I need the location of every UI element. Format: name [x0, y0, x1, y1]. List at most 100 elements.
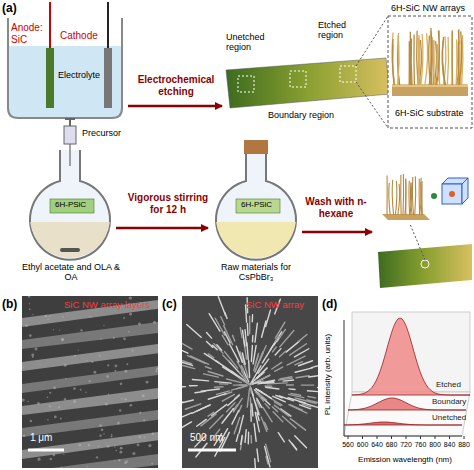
region-label: Unetched region — [226, 32, 272, 53]
nanowire — [392, 32, 395, 85]
sem-wire — [308, 391, 318, 393]
sem-noise — [142, 394, 145, 397]
sem-wire — [247, 388, 249, 407]
sem-noise — [114, 370, 116, 372]
sem-noise — [47, 396, 49, 398]
sem-wire — [248, 432, 250, 444]
pl-curve — [348, 398, 466, 410]
sem-wire — [275, 322, 285, 338]
step-label: Wash with n-hexane — [298, 196, 374, 219]
nanowire — [414, 176, 416, 215]
tick-mark — [420, 436, 421, 439]
sem-noise — [124, 398, 127, 401]
sem-wire — [273, 412, 283, 422]
sem-wire — [182, 344, 192, 349]
sem-noise — [29, 334, 32, 337]
sem-wire — [241, 366, 244, 371]
sem-wire — [182, 350, 188, 353]
tick-mark — [348, 436, 349, 439]
sem-wire — [222, 408, 234, 423]
sem-wire — [216, 391, 229, 394]
sem-wire — [182, 413, 192, 418]
sem-noise — [47, 419, 49, 421]
sem-noise — [100, 338, 102, 340]
series-label: Boundary — [432, 397, 466, 406]
process-arrow — [128, 105, 222, 108]
sem-wire — [252, 404, 253, 416]
sem-wire — [182, 422, 192, 432]
sem-noise — [86, 360, 87, 361]
sem-wire — [216, 361, 233, 372]
sem-noise — [78, 349, 79, 350]
sem-wire — [256, 389, 267, 395]
sem-noise — [90, 316, 92, 318]
sem-wire — [230, 344, 239, 362]
series-label: Unetched — [432, 413, 466, 422]
nanowire — [447, 37, 448, 85]
nanowire — [400, 175, 401, 215]
sem-wire — [252, 394, 258, 415]
sem-wire — [241, 435, 242, 444]
sem-noise — [73, 387, 76, 390]
sem-wire — [299, 402, 318, 408]
sem-wire — [254, 424, 256, 442]
tick-mark — [362, 436, 363, 439]
sem-noise — [22, 366, 23, 367]
panel-letter: (a) — [2, 2, 17, 16]
sem-wire — [247, 323, 249, 335]
sem-wire — [234, 417, 240, 433]
sem-wire — [240, 328, 242, 338]
sem-noise — [124, 370, 127, 373]
sem-wire — [302, 404, 311, 407]
sem-wire — [248, 361, 250, 378]
sem-noise — [99, 434, 101, 436]
nw-inset — [388, 16, 472, 128]
sem-noise — [64, 364, 67, 367]
sem-noise — [89, 316, 90, 317]
sem-wire — [185, 404, 200, 409]
sem-wire — [280, 377, 292, 379]
nanowire — [392, 39, 394, 85]
step-label: Vigorous stirring for 12 h — [120, 192, 216, 215]
sem-wire — [228, 395, 239, 405]
sem-wire — [307, 400, 318, 405]
sem-noise — [129, 312, 132, 315]
step-label: Electrochemical etching — [126, 74, 226, 97]
sem-noise — [25, 324, 28, 327]
sem-noise — [101, 428, 104, 431]
solution-label: Raw materials for CsPbBr₃ — [204, 262, 308, 283]
nanowire — [437, 30, 440, 85]
sem-wire — [207, 333, 212, 339]
nanowire — [409, 32, 411, 85]
reagent-label: Precursor — [82, 128, 121, 138]
axis-tick: 600 — [357, 441, 369, 449]
sem-wire — [257, 449, 258, 461]
flask — [30, 119, 110, 260]
sem-noise — [22, 399, 25, 402]
sem-wire — [209, 314, 220, 332]
nanowire — [412, 177, 413, 215]
sem-noise — [50, 458, 53, 461]
sem-wire — [222, 394, 234, 401]
region-label: Etched region — [318, 20, 362, 41]
axis-tick: 680 — [386, 441, 398, 449]
sem-noise — [113, 337, 115, 339]
nanowire — [397, 35, 399, 85]
sem-wire — [296, 376, 309, 378]
inset-label: 6H-SiC NW arrays — [391, 3, 465, 13]
sem-noise — [98, 445, 100, 447]
sem-noise — [37, 402, 40, 405]
nanowire — [389, 183, 390, 215]
panel-letter: (d) — [322, 298, 337, 312]
nanowire — [386, 176, 387, 215]
sem-band — [22, 322, 158, 349]
sem-noise — [54, 416, 57, 419]
sem-noise — [52, 454, 55, 457]
sem-noise — [30, 420, 32, 422]
sem-wire — [262, 321, 266, 337]
sem-noise — [138, 436, 141, 439]
nanowire — [451, 30, 452, 85]
sem-noise — [114, 446, 115, 447]
axis-tick: 640 — [371, 441, 383, 449]
sem-wire — [289, 440, 297, 450]
